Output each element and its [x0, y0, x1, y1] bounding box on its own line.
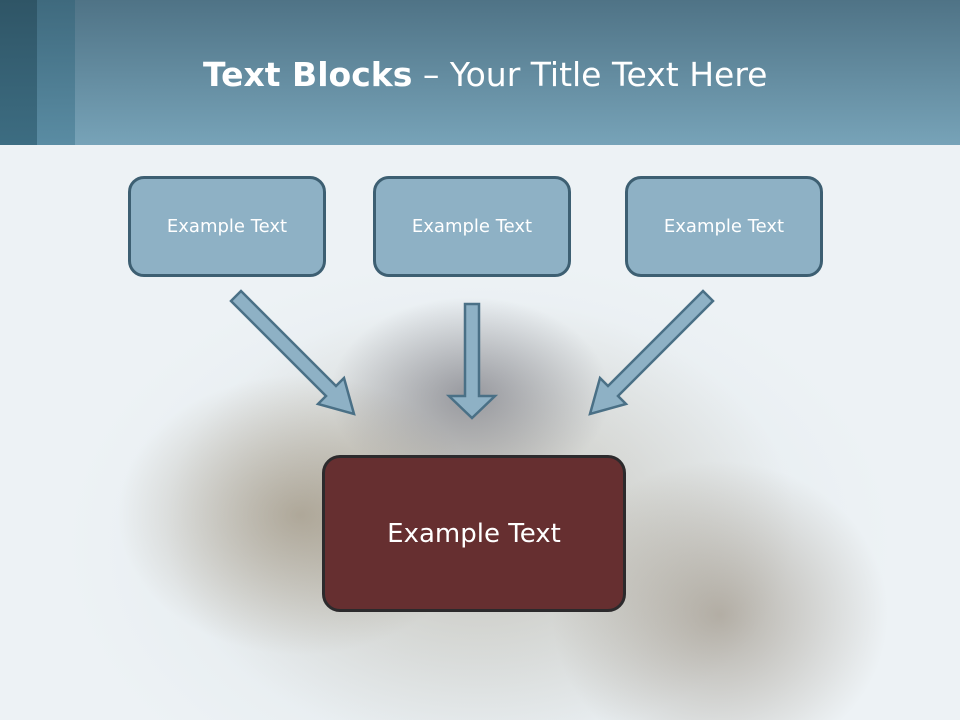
text-block-1[interactable]: Example Text: [128, 176, 326, 277]
main-text-label: Example Text: [387, 518, 561, 549]
title-header: Text Blocks – Your Title Text Here: [0, 0, 960, 145]
text-block-label: Example Text: [166, 216, 288, 237]
text-block-2[interactable]: Example Text: [373, 176, 571, 277]
slide-title[interactable]: Text Blocks – Your Title Text Here: [203, 55, 767, 94]
arrow-down-left-icon: [588, 289, 715, 416]
text-block-3[interactable]: Example Text: [625, 176, 823, 277]
arrow-down-icon: [445, 302, 499, 420]
text-block-label: Example Text: [663, 216, 785, 237]
arrow-down-right-icon: [229, 289, 356, 416]
text-block-label: Example Text: [411, 216, 533, 237]
title-rest: – Your Title Text Here: [412, 55, 768, 94]
main-text-block[interactable]: Example Text: [322, 455, 626, 612]
accent-bar: [0, 0, 37, 145]
title-bold: Text Blocks: [203, 55, 413, 94]
accent-bar: [37, 0, 75, 145]
